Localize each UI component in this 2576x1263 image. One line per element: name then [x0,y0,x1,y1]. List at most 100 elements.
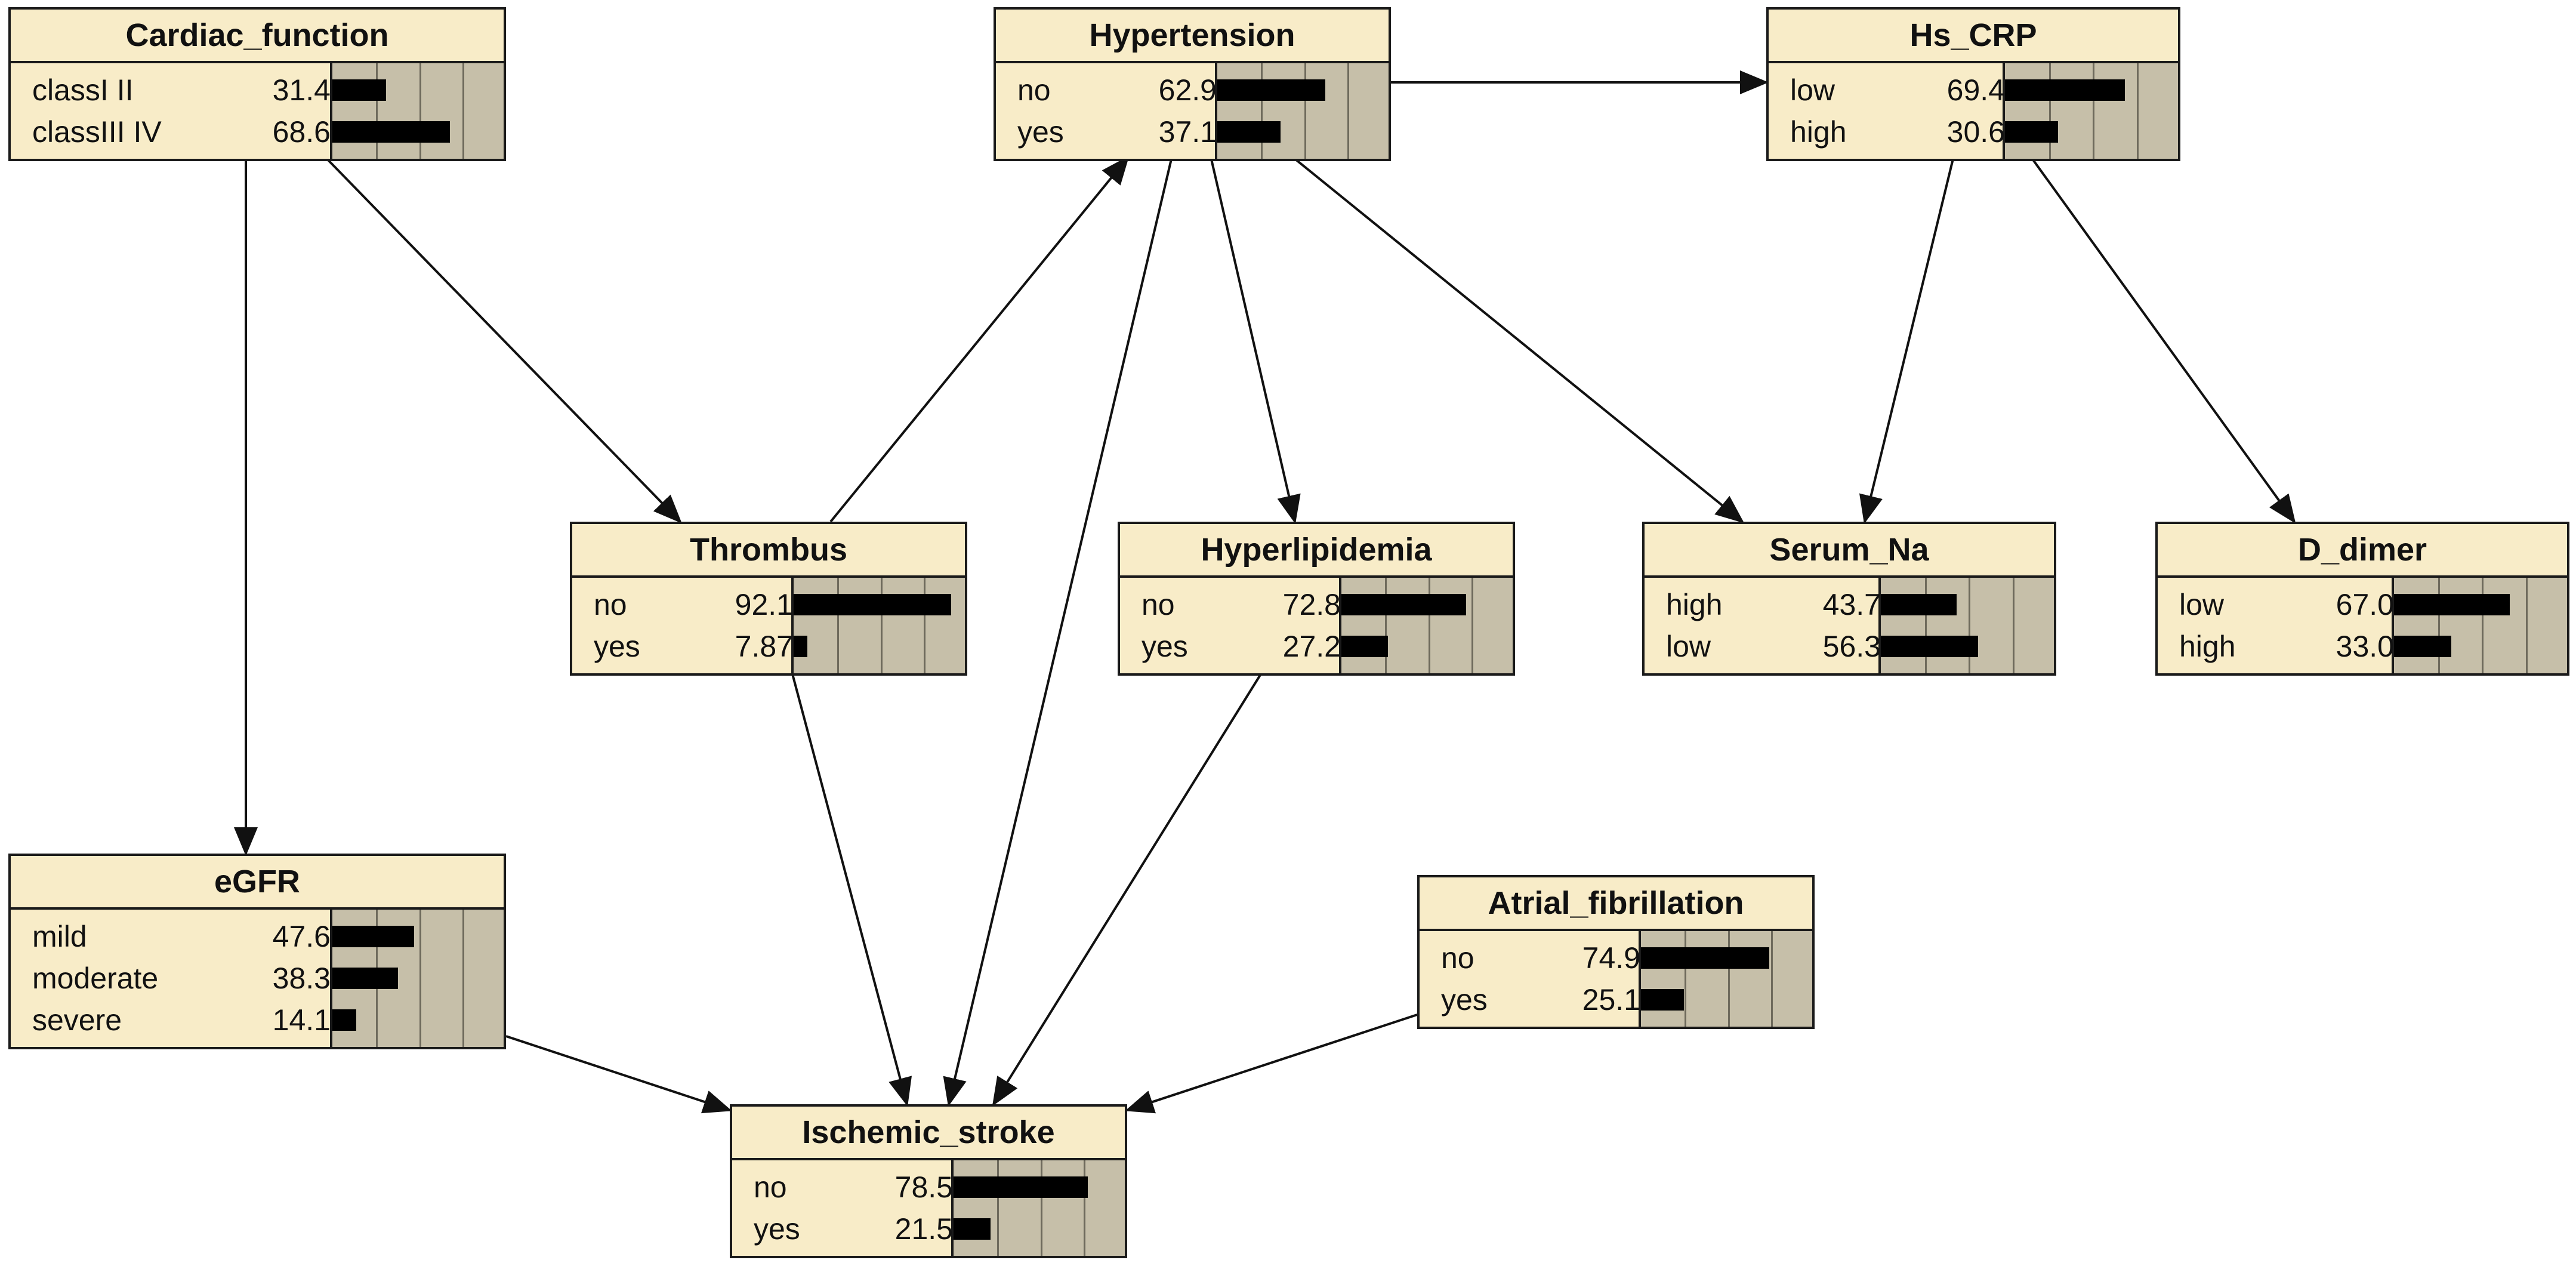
state-probability: 43.7 [1822,588,1881,621]
state-label: high [1666,588,1723,621]
state-label: mild [32,920,87,953]
state-probability: 47.6 [272,920,331,953]
bar-gridline [1471,578,1474,673]
probability-bar [332,968,398,989]
bar-gridline [1428,578,1430,673]
probability-bar [794,594,952,615]
probability-bar [1217,79,1325,101]
probability-bar [1881,636,1979,657]
bar-gridline [1384,578,1387,673]
bar-gridline [2012,578,2014,673]
bar-gridline [837,578,839,673]
edge-thrombus-to-stroke [789,667,912,1107]
bar-gridline [1040,1160,1042,1256]
bar-gridline [2482,578,2484,673]
state-row: high 43.7 [1645,584,2054,626]
state-probability: 56.3 [1822,630,1881,663]
probability-bar [332,121,450,143]
probability-bar [1341,594,1466,615]
state-label: no [1441,941,1474,975]
bar-gridline [880,578,883,673]
state-label: low [2179,588,2225,621]
state-label: high [1790,115,1847,149]
bar-gridline [2136,63,2139,159]
node-states: low 69.4 high 30.6 [1769,63,2178,159]
state-row: mild 47.6 [11,916,504,957]
node-title: Ischemic_stroke [732,1107,1125,1160]
state-probability: 92.1 [735,588,793,621]
bar-gridline [997,1160,999,1256]
state-label: low [1790,73,1835,107]
bar-gridline [1924,578,1927,673]
probability-bar [1217,121,1281,143]
probability-bar [1641,989,1685,1011]
node-title: D_dimer [2158,524,2567,578]
state-probability: 7.87 [735,630,793,663]
probability-bar-area [1215,63,1389,159]
state-probability: 72.8 [1282,588,1341,621]
edge-egfr-to-stroke [505,1035,732,1114]
state-probability: 31.4 [272,73,331,107]
node-title: Cardiac_function [11,10,504,63]
state-probability: 67.0 [2336,588,2394,621]
state-label: low [1666,630,1711,663]
node-states: high 43.7 low 56.3 [1645,578,2054,673]
state-label: yes [594,630,640,663]
state-probability: 33.0 [2336,630,2394,663]
bar-gridline [1260,63,1263,159]
bar-gridline [2525,578,2528,673]
bar-gridline [2049,63,2051,159]
probability-bar [2394,594,2510,615]
probability-bar [1881,594,1957,615]
edge-thrombus-to-hypertension [829,155,1130,523]
probability-bar [2005,79,2125,101]
state-probability: 27.2 [1282,630,1341,663]
bar-gridline [375,63,378,159]
probability-bar-area [1339,578,1513,673]
state-label: yes [754,1212,800,1246]
probability-bar-area [1878,578,2054,673]
probability-bar-area [330,63,504,159]
state-probability: 69.4 [1946,73,2005,107]
edge-hypertension-to-hyperlipidemia [1209,153,1301,524]
bar-gridline [462,910,465,1047]
probability-bar [954,1218,991,1240]
node-title: Thrombus [572,524,965,578]
probability-bar [332,926,414,947]
probability-bar-area [2003,63,2178,159]
edge-hscrp-to-ddimer [2028,153,2296,524]
probability-bar-area [791,578,965,673]
probability-bar [2394,636,2451,657]
node-title: Hypertension [996,10,1389,63]
bar-gridline [419,910,421,1047]
state-probability: 30.6 [1946,115,2005,149]
state-row: low 67.0 [2158,584,2567,626]
probability-bar [2005,121,2058,143]
bar-gridline [1084,1160,1086,1256]
state-label: classIII IV [32,115,162,149]
state-label: severe [32,1003,122,1037]
edge-cardiac-to-thrombus [321,153,682,523]
probability-bar [332,79,387,101]
bar-gridline [924,578,926,673]
